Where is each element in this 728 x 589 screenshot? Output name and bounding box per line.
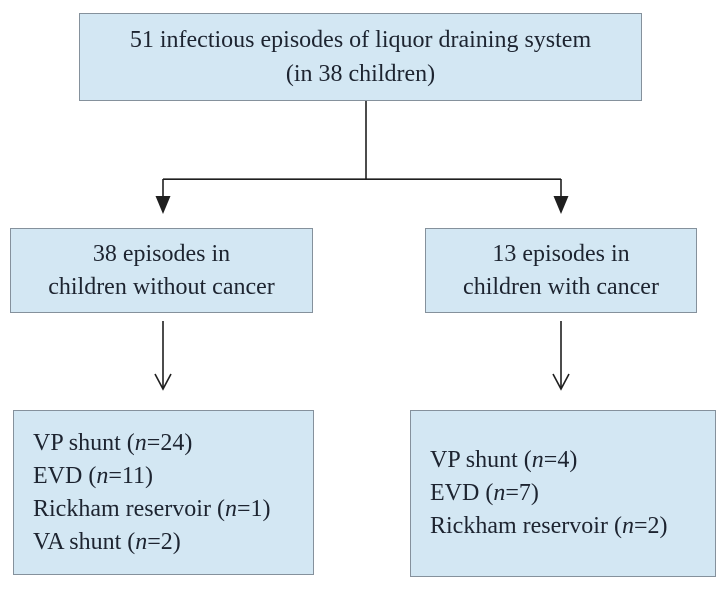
node-total-episodes: 51 infectious episodes of liquor drainin… <box>79 13 642 101</box>
device-count: =2) <box>633 513 668 539</box>
n-symbol: n <box>224 495 237 522</box>
device-label: VA shunt ( <box>33 528 136 555</box>
device-label: EVD ( <box>430 480 494 506</box>
node-text-line: 13 episodes in <box>492 240 630 267</box>
node-text-line: children with cancer <box>463 273 659 300</box>
device-count: =4) <box>543 447 578 473</box>
n-symbol: n <box>493 480 506 506</box>
node-devices-without-cancer: VP shunt (n=24) EVD (n=11) Rickham reser… <box>13 410 314 575</box>
node-with-cancer: 13 episodes in children with cancer <box>425 228 697 313</box>
n-symbol: n <box>135 528 148 555</box>
node-text-line: 38 episodes in <box>92 240 231 267</box>
device-count-line: VP shunt (n=4) <box>430 444 577 477</box>
device-count-line: EVD (n=7) <box>430 477 539 510</box>
device-count-line: Rickham reservoir (n=2) <box>430 510 667 543</box>
device-count-line: Rickham reservoir (n=1) <box>33 493 270 526</box>
n-symbol: n <box>96 462 109 489</box>
device-label: EVD ( <box>33 462 97 489</box>
device-count: =11) <box>108 462 153 489</box>
device-count: =7) <box>505 480 539 506</box>
right-branch-arrowhead-icon <box>553 196 569 214</box>
device-count-line: VA shunt (n=2) <box>33 526 181 559</box>
device-count: =2) <box>147 528 181 555</box>
n-symbol: n <box>531 447 544 473</box>
device-count: =1) <box>236 495 271 522</box>
device-label: Rickham reservoir ( <box>33 495 225 522</box>
right-down-arrowhead-icon <box>552 373 570 391</box>
left-down-arrowhead-icon <box>154 373 172 391</box>
device-label: Rickham reservoir ( <box>430 513 622 539</box>
left-branch-arrowhead-icon <box>155 196 171 214</box>
node-text-line: children without cancer <box>48 273 275 300</box>
n-symbol: n <box>134 429 147 456</box>
node-text-line: (in 38 children) <box>285 61 436 87</box>
device-count-line: EVD (n=11) <box>33 460 153 493</box>
device-count-line: VP shunt (n=24) <box>33 427 192 460</box>
device-label: VP shunt ( <box>430 447 532 473</box>
device-label: VP shunt ( <box>33 429 135 456</box>
device-count: =24) <box>146 429 193 456</box>
node-devices-with-cancer: VP shunt (n=4) EVD (n=7) Rickham reservo… <box>410 410 716 577</box>
node-without-cancer: 38 episodes in children without cancer <box>10 228 313 313</box>
n-symbol: n <box>621 513 634 539</box>
node-text-line: 51 infectious episodes of liquor drainin… <box>129 27 592 53</box>
